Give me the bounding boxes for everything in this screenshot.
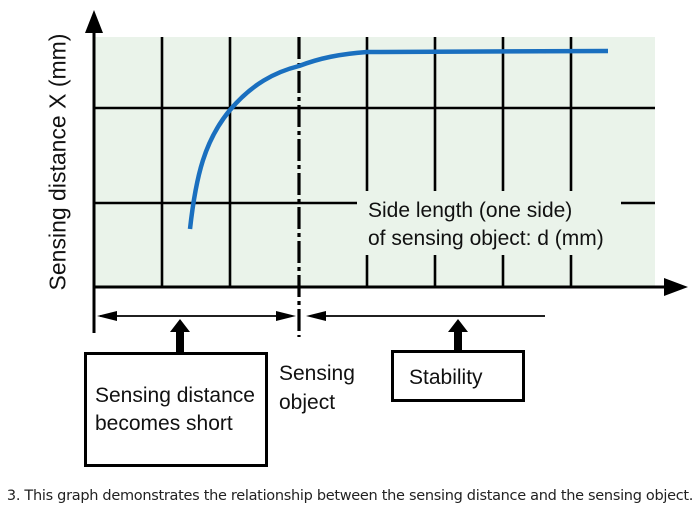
diagram: Sensing distance X (mm) Side length (one… bbox=[44, 10, 688, 467]
stability-box: Stability bbox=[391, 350, 525, 402]
right-arrowhead-icon bbox=[276, 311, 296, 321]
short-up-arrow-icon bbox=[170, 319, 190, 352]
axes bbox=[85, 10, 688, 333]
grid-background bbox=[95, 37, 655, 287]
x-axis-label-line1: Side length (one side) bbox=[368, 199, 573, 222]
sensing-distance-curve bbox=[187, 48, 609, 230]
short-distance-text-line2: becomes short bbox=[95, 412, 233, 435]
short-distance-box: Sensing distance becomes short bbox=[84, 352, 268, 467]
up-arrows bbox=[170, 319, 468, 352]
x-axis-arrow-icon bbox=[664, 278, 688, 296]
stability-arrowhead-icon bbox=[306, 311, 326, 321]
y-axis-arrow-icon bbox=[85, 10, 103, 33]
grid-lines bbox=[95, 37, 655, 287]
figure-caption: 3. This graph demonstrates the relations… bbox=[6, 488, 694, 504]
x-axis-label-line2: of sensing object: d (mm) bbox=[368, 227, 604, 250]
short-distance-text-line1: Sensing distance bbox=[95, 384, 255, 407]
left-arrowhead-icon bbox=[97, 311, 117, 321]
chart-canvas bbox=[85, 10, 688, 352]
stability-text: Stability bbox=[409, 366, 483, 389]
sensing-object-label-line1: Sensing bbox=[279, 362, 355, 385]
stability-up-arrow-icon bbox=[448, 319, 468, 350]
sensing-object-label-line2: object bbox=[279, 391, 336, 414]
y-axis-label: Sensing distance X (mm) bbox=[44, 33, 71, 291]
